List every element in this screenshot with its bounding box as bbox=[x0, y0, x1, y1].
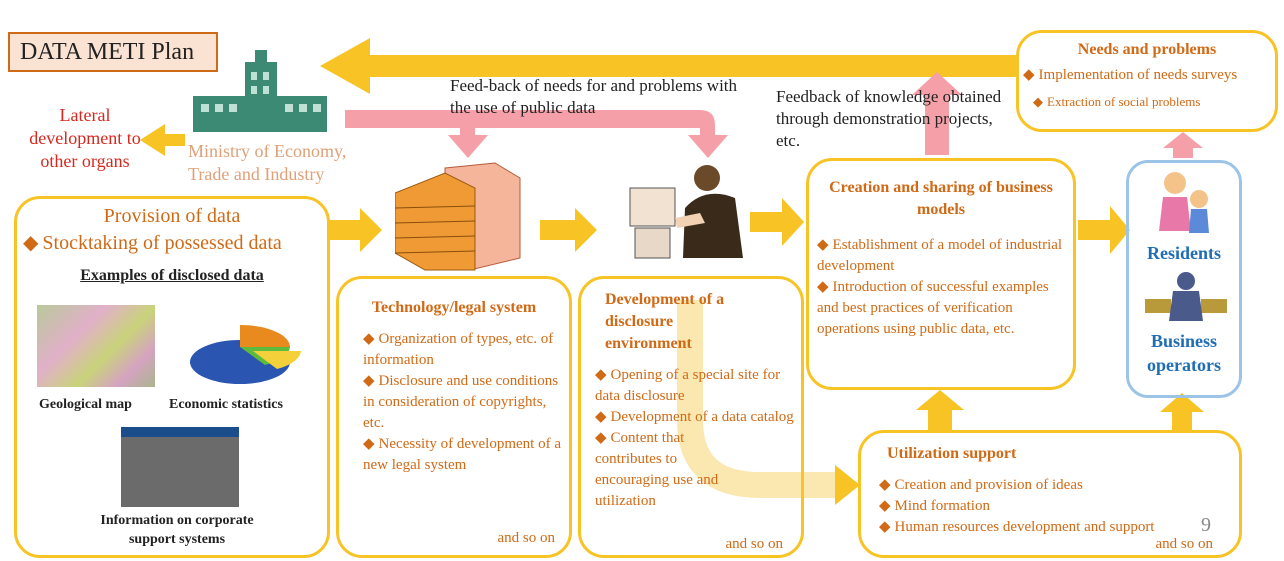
econ-label: Economic statistics bbox=[169, 397, 283, 412]
tech-item-2: Disclosure and use conditions in conside… bbox=[363, 371, 561, 434]
tech-more: and so on bbox=[497, 530, 556, 546]
geo-label: Geological map bbox=[39, 397, 132, 412]
stocktaking-item: Stocktaking of possessed data bbox=[23, 230, 327, 255]
creation-item-2: Introduction of successful examples and … bbox=[817, 277, 1063, 340]
pink-up-arrow-residents bbox=[1163, 132, 1203, 158]
corporate-info-image bbox=[121, 427, 239, 507]
examples-heading: Examples of disclosed data bbox=[80, 267, 264, 284]
residents-icon bbox=[1159, 172, 1209, 233]
tech-item-3: Necessity of development of a new legal … bbox=[363, 434, 561, 476]
dev-item-1: Opening of a special site for data discl… bbox=[595, 365, 795, 407]
corp-label: Information on corporate support systems bbox=[100, 513, 254, 547]
creation-box: Creation and sharing of business models … bbox=[806, 158, 1076, 390]
dev-item-3: Content that contributes to encouraging … bbox=[595, 428, 735, 512]
dev-item-2: Development of a data catalog bbox=[595, 407, 795, 428]
tech-item-1: Organization of types, etc. of informati… bbox=[363, 329, 561, 371]
dev-more: and so on bbox=[725, 536, 784, 552]
util-more: and so on bbox=[1155, 536, 1214, 552]
pink-feedback-arrow bbox=[345, 110, 728, 158]
needs-box: Needs and problems Implementation of nee… bbox=[1016, 30, 1278, 132]
creation-item-1: Establishment of a model of industrial d… bbox=[817, 235, 1063, 277]
lateral-development-label: Lateral development to other organs bbox=[29, 105, 141, 171]
util-title: Utilization support bbox=[887, 445, 1017, 462]
needs-item-1: Implementation of needs surveys bbox=[1023, 65, 1275, 84]
util-item-2: Mind formation bbox=[879, 496, 1239, 517]
ministry-label: Ministry of Economy, Trade and Industry bbox=[188, 141, 347, 184]
page-title: DATA METI Plan bbox=[8, 32, 218, 72]
util-up-arrow-2 bbox=[1160, 393, 1204, 430]
feedback-needs-label: Feed-back of needs for and problems with… bbox=[450, 76, 738, 117]
flow-arrow-1 bbox=[325, 208, 382, 252]
util-box: Utilization support Creation and provisi… bbox=[858, 430, 1242, 558]
page-number: 9 bbox=[1201, 514, 1211, 536]
util-item-3: Human resources development and support bbox=[879, 517, 1239, 538]
flow-arrow-3 bbox=[750, 198, 804, 246]
needs-title: Needs and problems bbox=[1077, 41, 1217, 58]
dev-box: Development of a disclosure environment … bbox=[578, 276, 804, 558]
operators-label: Business operators bbox=[1147, 331, 1221, 375]
lateral-arrow bbox=[140, 124, 185, 156]
brick-wall-icon bbox=[395, 162, 521, 271]
stakeholders-box: Residents Business operators bbox=[1126, 160, 1242, 398]
util-up-arrow-1 bbox=[916, 390, 964, 430]
util-item-1: Creation and provision of ideas bbox=[879, 475, 1239, 496]
dev-to-util-arrowhead bbox=[835, 465, 860, 505]
flow-arrow-4 bbox=[1078, 206, 1130, 254]
geological-map-image bbox=[37, 305, 155, 387]
person-at-computer-icon bbox=[629, 165, 743, 259]
provision-box: Provision of data Stocktaking of possess… bbox=[14, 196, 330, 558]
residents-label: Residents bbox=[1146, 243, 1221, 263]
pink-up-arrow bbox=[912, 72, 962, 155]
business-operators-icon bbox=[1145, 272, 1227, 321]
feedback-knowledge-label: Feedback of knowledge obtained through d… bbox=[776, 87, 1002, 150]
flow-arrow-2 bbox=[540, 208, 597, 252]
dev-title: Development of a disclosure environment bbox=[605, 291, 725, 352]
provision-title: Provision of data bbox=[103, 205, 241, 227]
top-feedback-arrow bbox=[320, 38, 1030, 94]
tech-box: Technology/legal system Organization of … bbox=[336, 276, 572, 558]
pie-chart-icon bbox=[190, 325, 301, 384]
creation-title: Creation and sharing of business models bbox=[829, 179, 1053, 218]
ministry-building-icon bbox=[193, 50, 327, 132]
needs-item-2: Extraction of social problems bbox=[1033, 94, 1275, 110]
tech-title: Technology/legal system bbox=[371, 299, 537, 316]
